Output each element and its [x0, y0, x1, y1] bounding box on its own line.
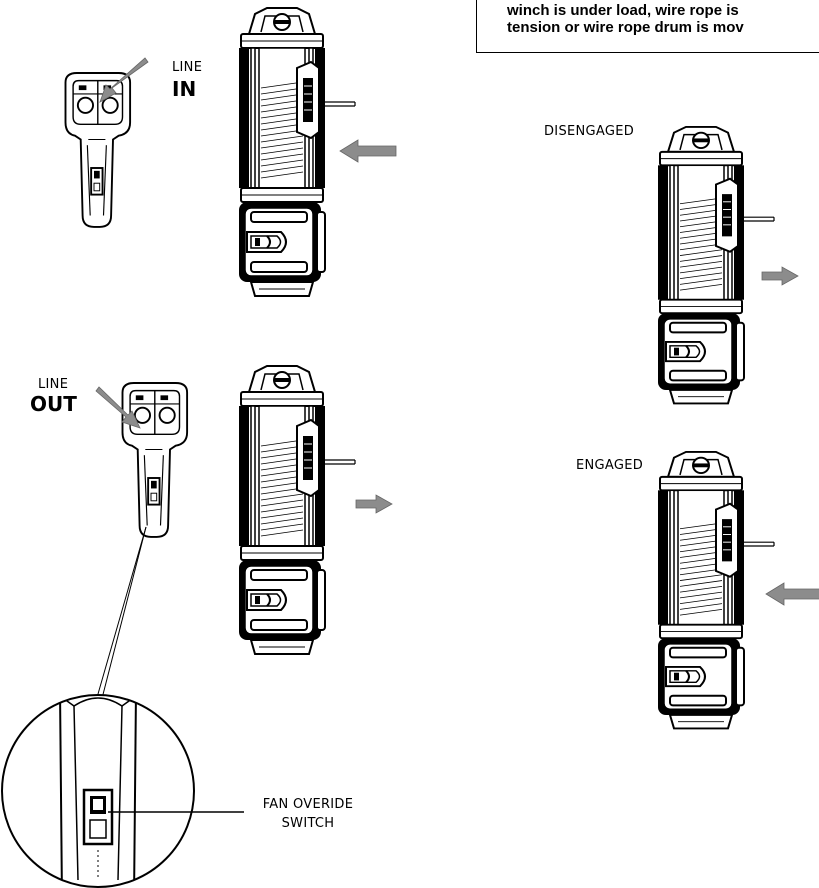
warning-line-2: tension or wire rope drum is mov: [507, 19, 744, 36]
arrow-disengaged: [761, 266, 799, 286]
line-in-big-label: IN: [172, 77, 197, 101]
pointer-arrow-out: [95, 386, 141, 429]
winch-disengaged: [657, 125, 775, 405]
line-out-small-label: LINE: [38, 377, 69, 392]
fan-override-label: FAN OVERIDE SWITCH: [248, 797, 368, 831]
fan-override-line2: SWITCH: [281, 816, 335, 831]
warning-line-1: winch is under load, wire rope is: [507, 2, 739, 19]
fan-switch-detail: [1, 694, 195, 888]
arrow-engaged: [765, 582, 819, 606]
remote-line-out: [121, 382, 189, 538]
line-out-big-label: OUT: [30, 392, 77, 416]
warning-box: winch is under load, wire rope is tensio…: [476, 0, 819, 53]
winch-engaged: [657, 450, 775, 730]
arrow-line-out: [355, 494, 393, 514]
winch-line-in: [238, 7, 356, 297]
winch-line-out: [238, 365, 356, 655]
remote-line-in: [64, 72, 132, 228]
disengaged-label: DISENGAGED: [544, 124, 635, 139]
fan-override-line1: FAN OVERIDE: [262, 797, 354, 812]
pointer-arrow-in: [99, 57, 149, 103]
line-in-small-label: LINE: [172, 60, 203, 75]
engaged-label: ENGAGED: [576, 458, 644, 473]
arrow-line-in: [339, 139, 397, 163]
